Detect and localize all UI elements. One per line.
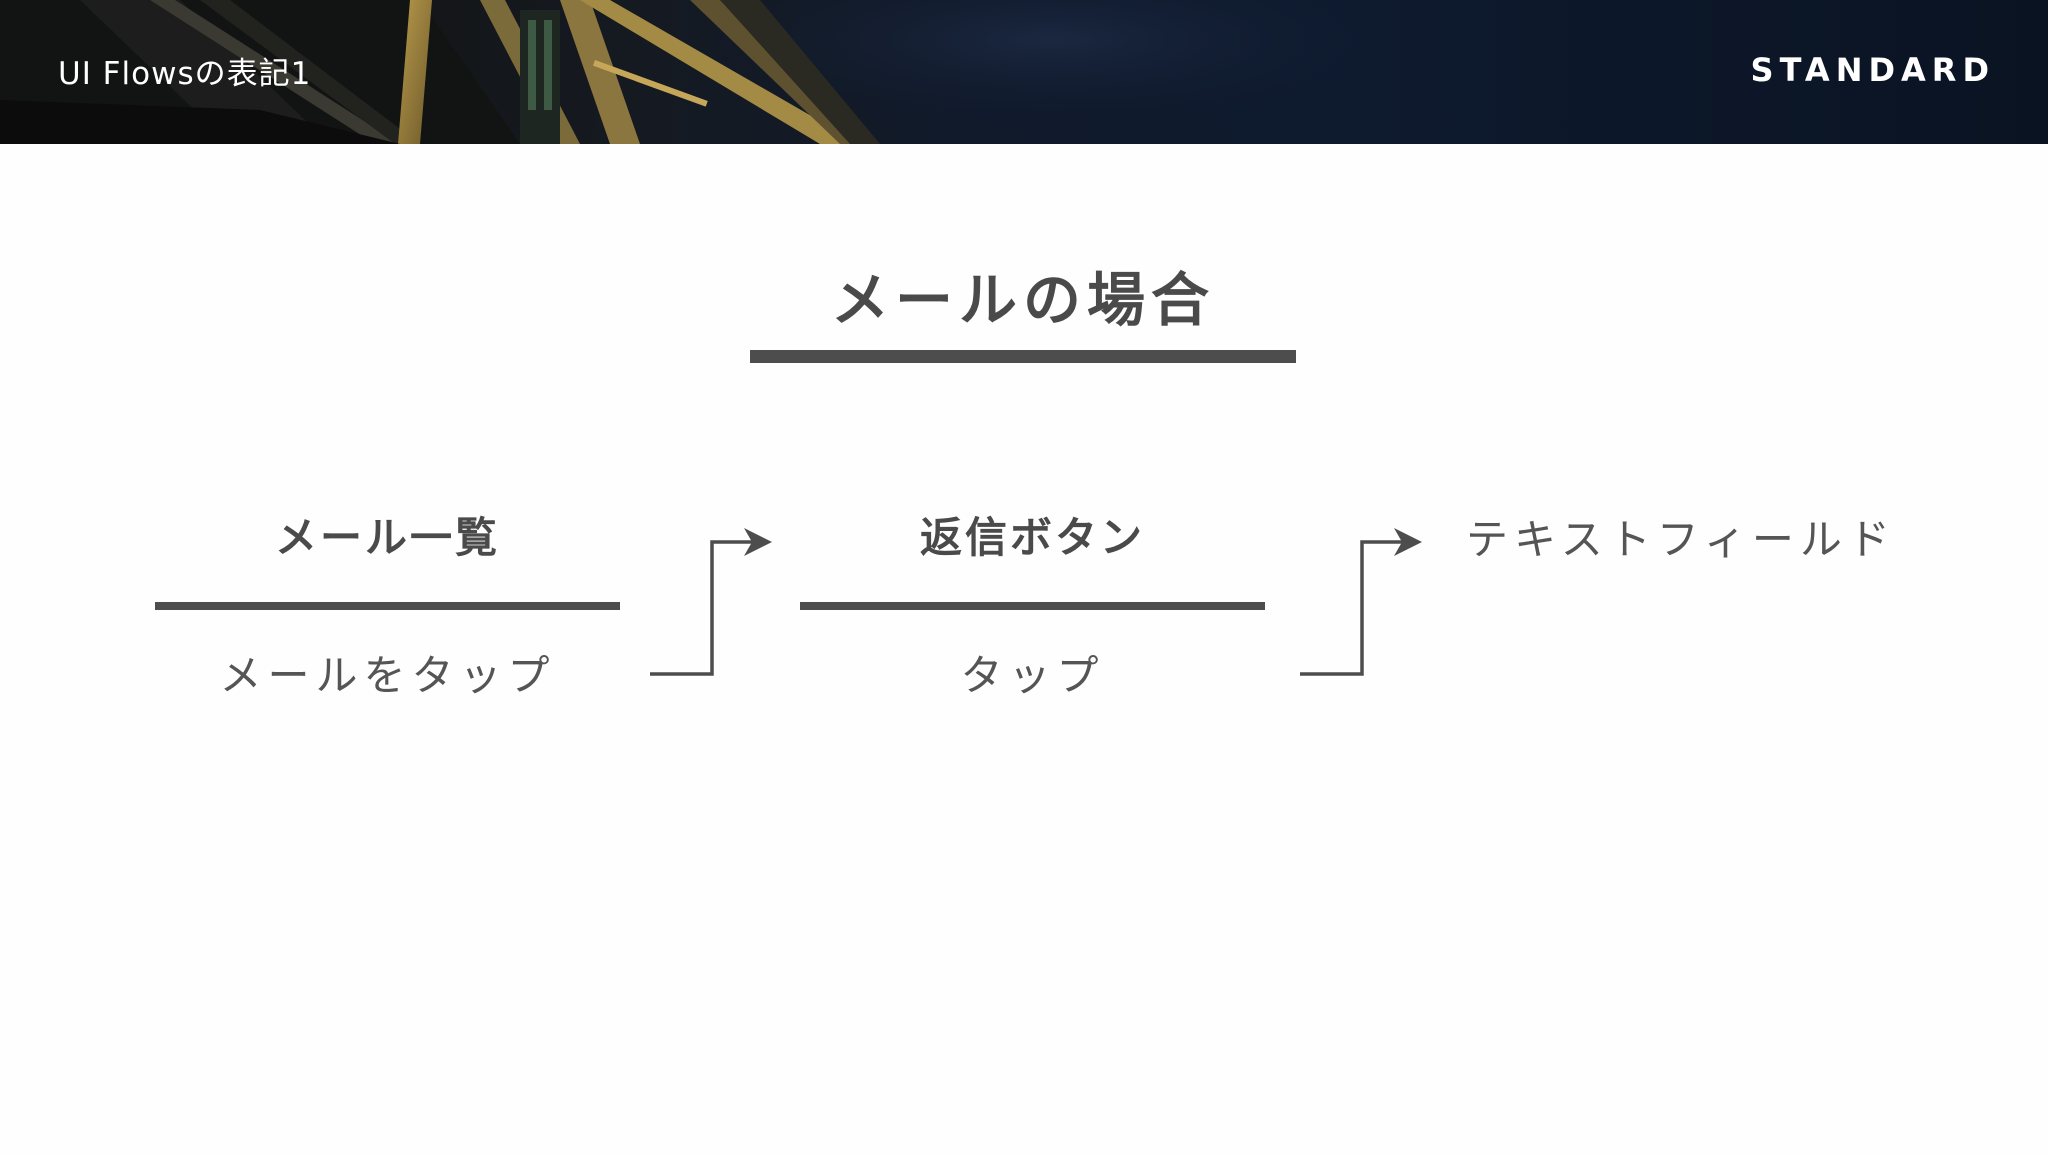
slide-title: メールの場合 xyxy=(830,266,1215,334)
flow-step-action: メールをタップ xyxy=(219,651,556,700)
title-underline xyxy=(750,350,1296,363)
header-photo-illustration xyxy=(0,0,1430,144)
header-banner: UI Flowsの表記1 STANDARD xyxy=(0,0,2048,144)
flow-end-screen: テキストフィールド xyxy=(1466,515,1896,564)
flow-step-action: タップ xyxy=(960,651,1105,700)
flow-step-divider xyxy=(155,602,620,610)
brand-logo: STANDARD xyxy=(1750,51,1995,89)
flow-step-divider xyxy=(800,602,1265,610)
header-title: UI Flowsの表記1 xyxy=(58,56,312,92)
flow-arrow-icon xyxy=(650,528,772,676)
flow-arrow-icon xyxy=(1300,528,1422,676)
flow-step-screen: メール一覧 xyxy=(274,513,500,562)
flow-step-screen: 返信ボタン xyxy=(919,513,1145,562)
